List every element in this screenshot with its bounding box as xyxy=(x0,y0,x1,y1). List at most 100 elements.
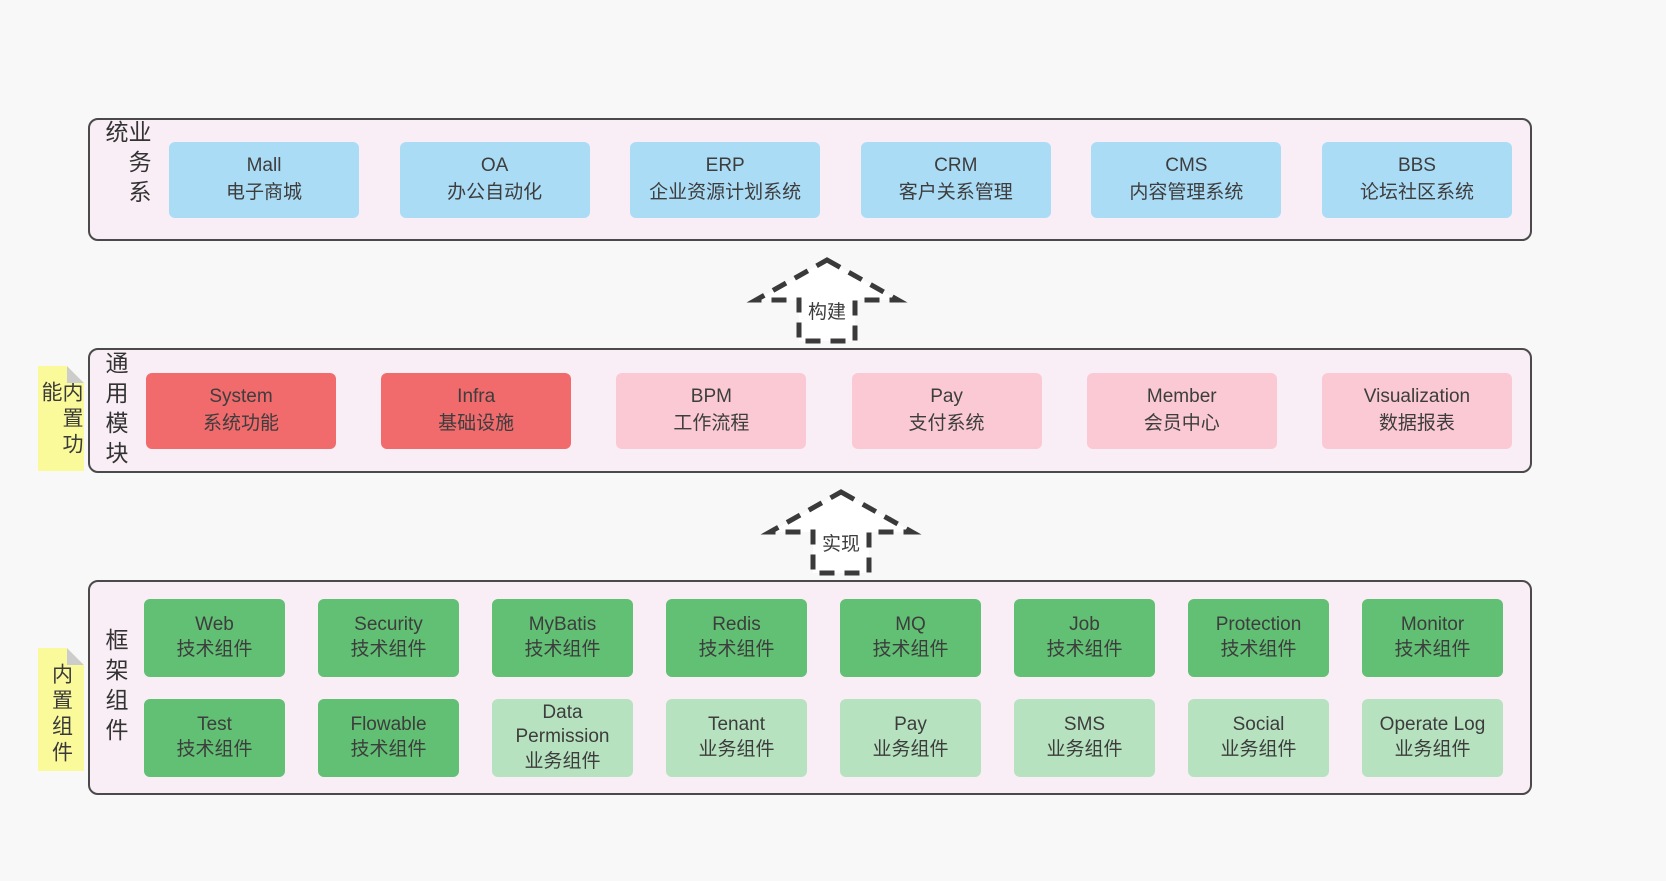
module-box-infra: Infra 基础设施 xyxy=(381,372,572,449)
module-name: ERP xyxy=(705,154,745,176)
module-box-bpm: BPM 工作流程 xyxy=(616,372,807,449)
module-name: Redis xyxy=(712,614,761,636)
module-name: Data Permission xyxy=(515,702,610,748)
module-description: 客户关系管理 xyxy=(898,181,1013,203)
module-description: 企业资源计划系统 xyxy=(649,181,802,203)
module-name: Web xyxy=(195,614,234,636)
module-name: Social xyxy=(1232,714,1285,736)
module-description: 业务组件 xyxy=(524,750,601,772)
module-name: Job xyxy=(1069,614,1100,636)
band-business-systems: 业务系统 Mall 电子商城 OA 办公自动化 ERP 企业资源计划系统 CRM 客户关系管理… xyxy=(88,118,1532,241)
module-name: CMS xyxy=(1165,154,1208,176)
module-box-bbs: BBS 论坛社区系统 xyxy=(1321,141,1512,218)
module-description: 基础设施 xyxy=(438,412,515,434)
module-box-erp: ERP 企业资源计划系统 xyxy=(630,141,821,218)
module-description: 技术组件 xyxy=(176,738,253,760)
module-name: Tenant xyxy=(707,714,766,736)
sticky-built-in-features: 内置功能 xyxy=(38,366,84,471)
module-box-cms: CMS 内容管理系统 xyxy=(1091,141,1282,218)
module-description: 工作流程 xyxy=(673,412,750,434)
folded-corner-icon xyxy=(67,648,84,665)
module-name: CRM xyxy=(934,154,978,176)
arrow-label: 构建 xyxy=(804,296,850,325)
sticky-label: 内置功能 xyxy=(39,381,83,459)
module-description: 数据报表 xyxy=(1378,412,1455,434)
module-description: 业务组件 xyxy=(1394,738,1471,760)
module-description: 电子商城 xyxy=(225,181,302,203)
module-description: 技术组件 xyxy=(1046,638,1123,660)
module-name: Pay xyxy=(894,714,927,736)
module-description: 业务组件 xyxy=(1046,738,1123,760)
band-title: 通用模块 xyxy=(102,350,128,471)
module-name: Infra xyxy=(457,385,496,407)
module-description: 业务组件 xyxy=(1220,738,1297,760)
module-description: 技术组件 xyxy=(698,638,775,660)
module-description: 业务组件 xyxy=(872,738,949,760)
module-description: 技术组件 xyxy=(1394,638,1471,660)
module-name: Visualization xyxy=(1363,385,1471,407)
module-name: Pay xyxy=(930,385,963,407)
module-box-system: System 系统功能 xyxy=(146,372,336,449)
arrow-implement: 实现 xyxy=(760,488,922,576)
folded-corner-icon xyxy=(67,366,84,383)
module-description: 技术组件 xyxy=(350,738,427,760)
module-name: Security xyxy=(354,614,423,636)
arrow-build: 构建 xyxy=(746,256,908,344)
band-boxes: Mall 电子商城 OA 办公自动化 ERP 企业资源计划系统 CRM 客户关系管理 CMS 内容… xyxy=(149,141,1530,218)
module-box-crm: CRM 客户关系管理 xyxy=(860,141,1051,218)
module-description: 内容管理系统 xyxy=(1129,181,1244,203)
module-description: 系统功能 xyxy=(202,412,279,434)
band-common-modules: 通用模块 System 系统功能 Infra 基础设施 BPM 工作流程 Pay 支付系统 Me… xyxy=(88,348,1532,473)
sticky-built-in-components: 内置组件 xyxy=(38,648,84,771)
sticky-label: 内置组件 xyxy=(49,663,73,767)
module-description: 技术组件 xyxy=(872,638,949,660)
module-name: Monitor xyxy=(1400,614,1465,636)
module-box-mall: Mall 电子商城 xyxy=(169,141,359,218)
module-name: BPM xyxy=(690,385,732,407)
module-name: MyBatis xyxy=(528,614,597,636)
module-name: Flowable xyxy=(350,714,427,736)
module-name: Protection xyxy=(1215,614,1302,636)
band-title: 业务系统 xyxy=(102,120,151,210)
module-description: 技术组件 xyxy=(350,638,427,660)
module-description: 论坛社区系统 xyxy=(1359,181,1474,203)
module-description: 支付系统 xyxy=(908,412,985,434)
module-description: 业务组件 xyxy=(698,738,775,760)
module-name: MQ xyxy=(895,614,926,636)
module-description: 技术组件 xyxy=(1220,638,1297,660)
arrow-label: 实现 xyxy=(818,528,864,557)
module-name: BBS xyxy=(1397,154,1436,176)
module-name: OA xyxy=(480,154,509,176)
band-title: 框架组件 xyxy=(102,627,128,748)
module-description: 技术组件 xyxy=(524,638,601,660)
module-box-oa: OA 办公自动化 xyxy=(399,141,590,218)
module-name: Mall xyxy=(246,154,282,176)
module-description: 技术组件 xyxy=(176,638,253,660)
module-description: 办公自动化 xyxy=(447,181,543,203)
module-name: System xyxy=(209,385,273,407)
module-box-pay: Pay 支付系统 xyxy=(851,372,1042,449)
module-name: Member xyxy=(1146,385,1217,407)
module-name: SMS xyxy=(1063,714,1106,736)
module-box-visualization: Visualization 数据报表 xyxy=(1321,372,1512,449)
